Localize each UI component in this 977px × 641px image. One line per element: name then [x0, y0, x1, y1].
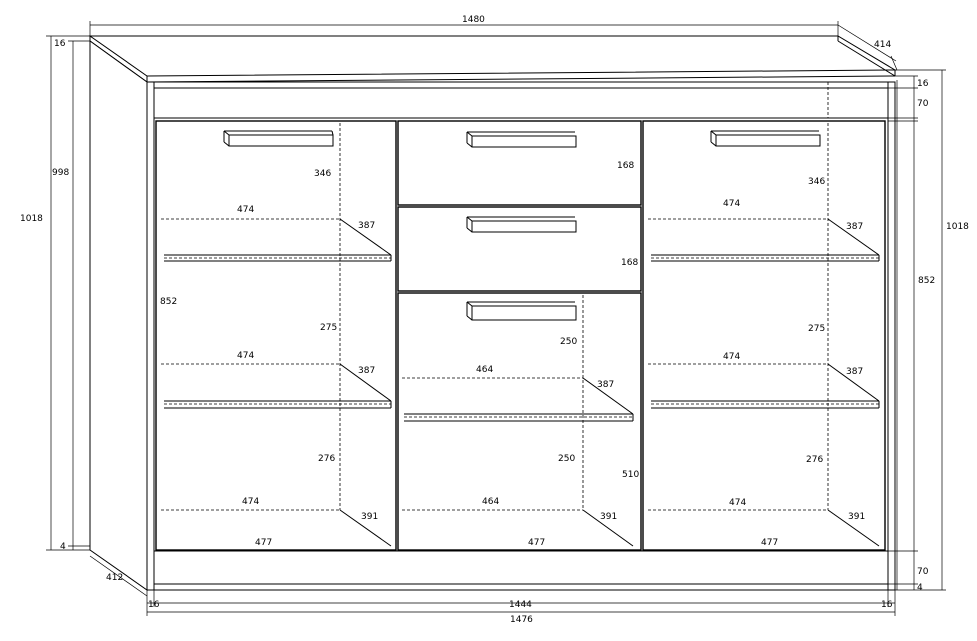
cabinet-body	[88, 35, 897, 591]
top-width-label: 1480	[462, 15, 485, 25]
middle-shelf-1-width: 464	[476, 365, 493, 375]
right-plinth-bottom-label: 70	[917, 567, 929, 577]
left-shelf-3-width: 474	[242, 497, 259, 507]
middle-door-height: 510	[622, 470, 639, 480]
right-shelf-3-depth: 391	[848, 512, 865, 522]
left-section-1-height: 346	[314, 169, 331, 179]
middle-drawer-2	[397, 206, 642, 292]
dimension-labels: 1480 414 16 998 1018 4 412 16 70 1018 85…	[20, 15, 969, 625]
left-bottom-width: 477	[255, 538, 272, 548]
left-depth-bottom-label: 412	[106, 573, 123, 583]
left-top-thickness-label: 16	[54, 39, 66, 49]
drawer-1-height: 168	[617, 161, 634, 171]
left-total-height-label: 1018	[20, 214, 43, 224]
left-compartment-height-label: 852	[160, 297, 177, 307]
middle-bottom-width: 477	[528, 538, 545, 548]
left-shelf-3-depth: 391	[361, 512, 378, 522]
bottom-right-side-label: 16	[881, 600, 893, 610]
bottom-left-side-label: 16	[148, 600, 160, 610]
right-bottom-width: 477	[761, 538, 778, 548]
right-bottom-gap-label: 4	[917, 583, 923, 593]
left-inner-height-label: 998	[52, 168, 69, 178]
middle-shelf-2-depth: 391	[600, 512, 617, 522]
right-shelf-1-width: 474	[723, 199, 740, 209]
right-shelf-2-depth: 387	[846, 367, 863, 377]
middle-drawer-1	[397, 120, 642, 206]
top-depth-label: 414	[874, 40, 891, 50]
right-door	[642, 120, 886, 551]
left-door	[155, 120, 397, 551]
left-shelf-2-depth: 387	[358, 366, 375, 376]
right-plinth-top-label: 70	[917, 99, 929, 109]
right-shelf-1-depth: 387	[846, 222, 863, 232]
bottom-inner-width-label: 1444	[509, 600, 532, 610]
right-section-3-height: 276	[806, 455, 823, 465]
left-section-2-height: 275	[320, 323, 337, 333]
right-inner-height-label: 852	[918, 276, 935, 286]
left-door-handle	[223, 130, 334, 147]
middle-section-1-height: 250	[560, 337, 577, 347]
middle-shelf-1-depth: 387	[597, 380, 614, 390]
right-shelf-3-width: 474	[729, 498, 746, 508]
left-shelf-2-width: 474	[237, 351, 254, 361]
dimension-lines	[46, 21, 946, 616]
left-shelf-1-depth: 387	[358, 221, 375, 231]
top-panel	[88, 35, 897, 77]
right-section-2-height: 275	[808, 324, 825, 334]
front-frame	[146, 81, 896, 591]
left-section-3-height: 276	[318, 454, 335, 464]
right-shelf-2-width: 474	[723, 352, 740, 362]
middle-door	[397, 292, 642, 551]
drawer-2-height: 168	[621, 258, 638, 268]
middle-section-2-height: 250	[558, 454, 575, 464]
middle-shelf-2-width: 464	[482, 497, 499, 507]
left-side-panel	[89, 40, 148, 591]
bottom-total-width-label: 1476	[510, 615, 533, 625]
left-shelf-1-width: 474	[237, 205, 254, 215]
right-top-thickness-label: 16	[917, 79, 929, 89]
left-bottom-gap-label: 4	[60, 542, 66, 552]
right-total-height-label: 1018	[946, 222, 969, 232]
right-section-1-height: 346	[808, 177, 825, 187]
